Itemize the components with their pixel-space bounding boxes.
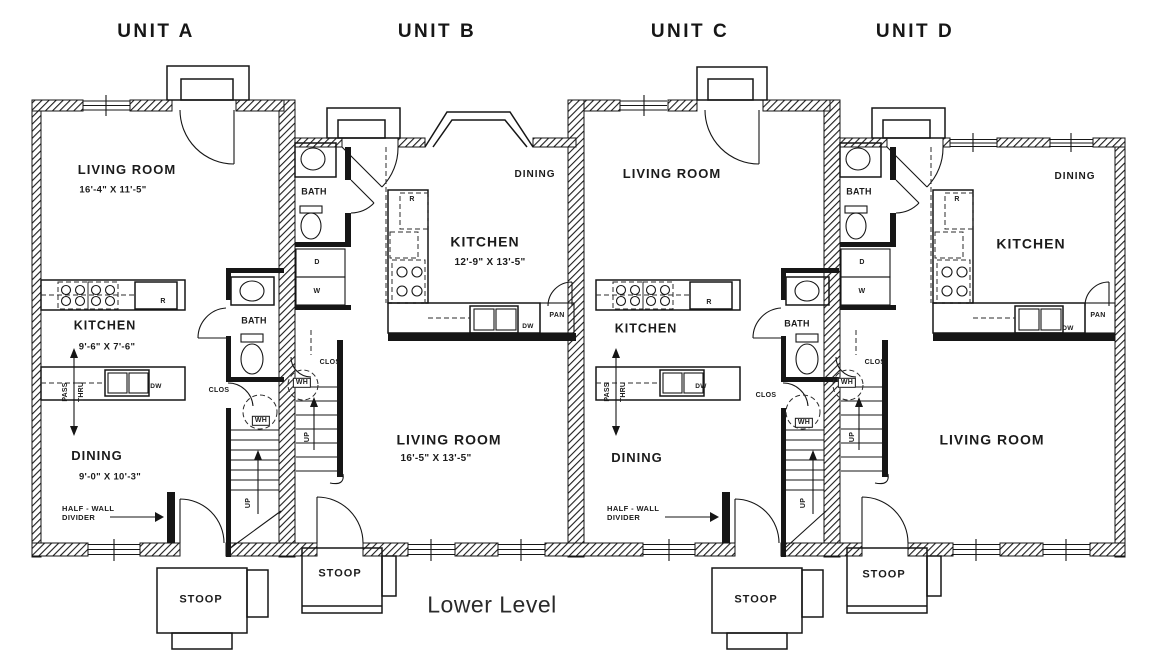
d-stoop-label: STOOP: [862, 568, 906, 581]
a-half-wall-divider-label: HALF - WALL DIVIDER: [62, 504, 115, 522]
b-dining-label: DINING: [514, 169, 556, 180]
unit-d-title: UNIT D: [875, 21, 955, 42]
a-kitchen-dims-label: 9'-6" X 7'-6": [78, 341, 136, 353]
d-water-heater-label: WH: [837, 377, 857, 389]
b-bath-label: BATH: [301, 186, 327, 197]
c-thru-label: THRU: [619, 381, 627, 403]
unit-c-title: UNIT C: [650, 21, 730, 42]
c-living-room-label: LIVING ROOM: [622, 166, 722, 182]
b-stoop-label: STOOP: [318, 567, 362, 580]
c-clos-label: CLOS: [755, 391, 777, 399]
entry-canopies: [166, 65, 946, 139]
d-dryer-label: D: [859, 258, 865, 266]
d-kitchen-label: KITCHEN: [996, 235, 1066, 252]
c-half-wall-divider-label: HALF - WALL DIVIDER: [607, 504, 660, 522]
c-dishwasher-label: DW: [695, 383, 707, 391]
interior-walls: [167, 147, 1115, 557]
d-bath-label: BATH: [846, 186, 872, 197]
d-up-label: UP: [848, 431, 856, 443]
d-clos-label: CLOS: [864, 358, 886, 366]
annotation-arrows: [70, 348, 863, 522]
doors: [179, 109, 1110, 544]
bay-window: [424, 111, 534, 148]
c-dining-label: DINING: [611, 450, 663, 466]
d-refrigerator-label: R: [954, 195, 960, 203]
b-washer-label: W: [313, 287, 321, 295]
stairs: [228, 386, 889, 550]
a-kitchen-label: KITCHEN: [73, 318, 137, 333]
a-bath-label: BATH: [241, 315, 267, 326]
stoops: [156, 547, 942, 650]
c-stoop-label: STOOP: [734, 593, 778, 606]
plan-level-title: Lower Level: [427, 591, 557, 618]
c-refrigerator-label: R: [706, 298, 712, 306]
a-stoop-label: STOOP: [179, 593, 223, 606]
kitchens: [40, 147, 1116, 401]
c-up-label: UP: [799, 497, 807, 509]
b-kitchen-label: KITCHEN: [450, 233, 520, 250]
b-dishwasher-label: DW: [522, 323, 534, 331]
d-dishwasher-label: DW: [1062, 325, 1074, 333]
b-living-room-label: LIVING ROOM: [396, 431, 502, 448]
c-kitchen-label: KITCHEN: [614, 321, 678, 336]
a-living-room-label: LIVING ROOM: [77, 162, 177, 178]
a-dining-dims-label: 9'-0" X 10'-3": [78, 471, 142, 483]
fixtures: [230, 142, 891, 430]
a-refrigerator-label: R: [160, 297, 166, 305]
a-living-dims-label: 16'-4" X 11'-5": [79, 184, 147, 196]
a-thru-label: THRU: [77, 381, 85, 403]
c-bath-label: BATH: [784, 318, 810, 329]
d-living-room-label: LIVING ROOM: [939, 431, 1045, 448]
unit-b-title: UNIT B: [397, 21, 477, 42]
b-refrigerator-label: R: [409, 195, 415, 203]
d-dining-label: DINING: [1054, 171, 1096, 182]
a-dishwasher-label: DW: [150, 383, 162, 391]
a-dining-label: DINING: [71, 448, 123, 464]
a-pass-label: PASS: [61, 382, 69, 402]
c-water-heater-label: WH: [794, 417, 814, 429]
windows: [83, 95, 1093, 561]
unit-a-title: UNIT A: [117, 21, 195, 42]
d-washer-label: W: [858, 287, 866, 295]
a-up-label: UP: [244, 497, 252, 509]
exterior-walls: [31, 99, 1126, 558]
b-living-dims-label: 16'-5" X 13'-5": [400, 453, 472, 464]
b-water-heater-label: WH: [292, 377, 312, 389]
c-pass-label: PASS: [603, 382, 611, 402]
a-water-heater-label: WH: [251, 415, 271, 427]
d-pantry-label: PAN: [1090, 311, 1106, 319]
b-clos-label: CLOS: [319, 358, 341, 366]
b-pantry-label: PAN: [549, 311, 565, 319]
a-clos-label: CLOS: [208, 386, 230, 394]
b-kitchen-dims-label: 12'-9" X 13'-5": [454, 257, 526, 268]
b-dryer-label: D: [314, 258, 320, 266]
b-up-label: UP: [303, 431, 311, 443]
